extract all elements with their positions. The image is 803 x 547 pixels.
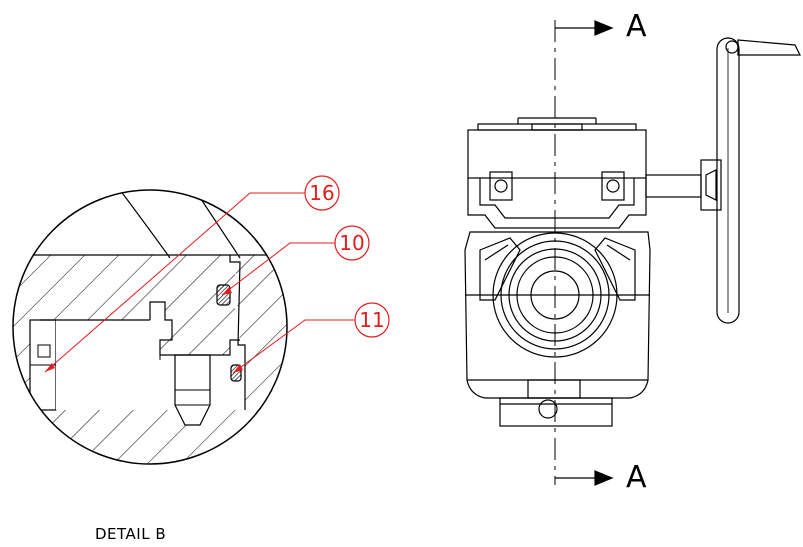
lower-body-hatch <box>13 410 287 464</box>
callout-10: 10 <box>334 225 370 261</box>
detail-boundary-circle <box>12 189 288 465</box>
callout-11-text: 11 <box>359 308 384 332</box>
handwheel-rim <box>716 37 740 324</box>
front-view <box>464 20 801 486</box>
leader-11 <box>232 319 355 374</box>
valve-body <box>464 231 651 399</box>
top-cover <box>467 129 647 179</box>
leader-16 <box>44 192 305 373</box>
handwheel-shaft <box>645 174 702 198</box>
section-label-bottom: A <box>626 460 647 495</box>
section-label-top: A <box>626 9 647 44</box>
callout-11: 11 <box>354 302 390 338</box>
callout-10-text: 10 <box>339 231 364 255</box>
bore-outer <box>492 232 618 358</box>
detail-title: DETAIL B <box>95 525 167 543</box>
leader-lines <box>44 192 355 374</box>
upper-right-hatch <box>235 255 287 410</box>
callout-16: 16 <box>304 175 340 211</box>
detail-b-view: 16 10 11 <box>12 175 390 465</box>
leader-10 <box>221 242 335 296</box>
callout-16-text: 16 <box>309 181 334 205</box>
top-region <box>13 190 287 255</box>
bore-inner <box>530 270 580 320</box>
seal-10 <box>216 284 231 306</box>
leader-arrows <box>45 287 243 373</box>
handwheel-handle <box>737 39 801 56</box>
